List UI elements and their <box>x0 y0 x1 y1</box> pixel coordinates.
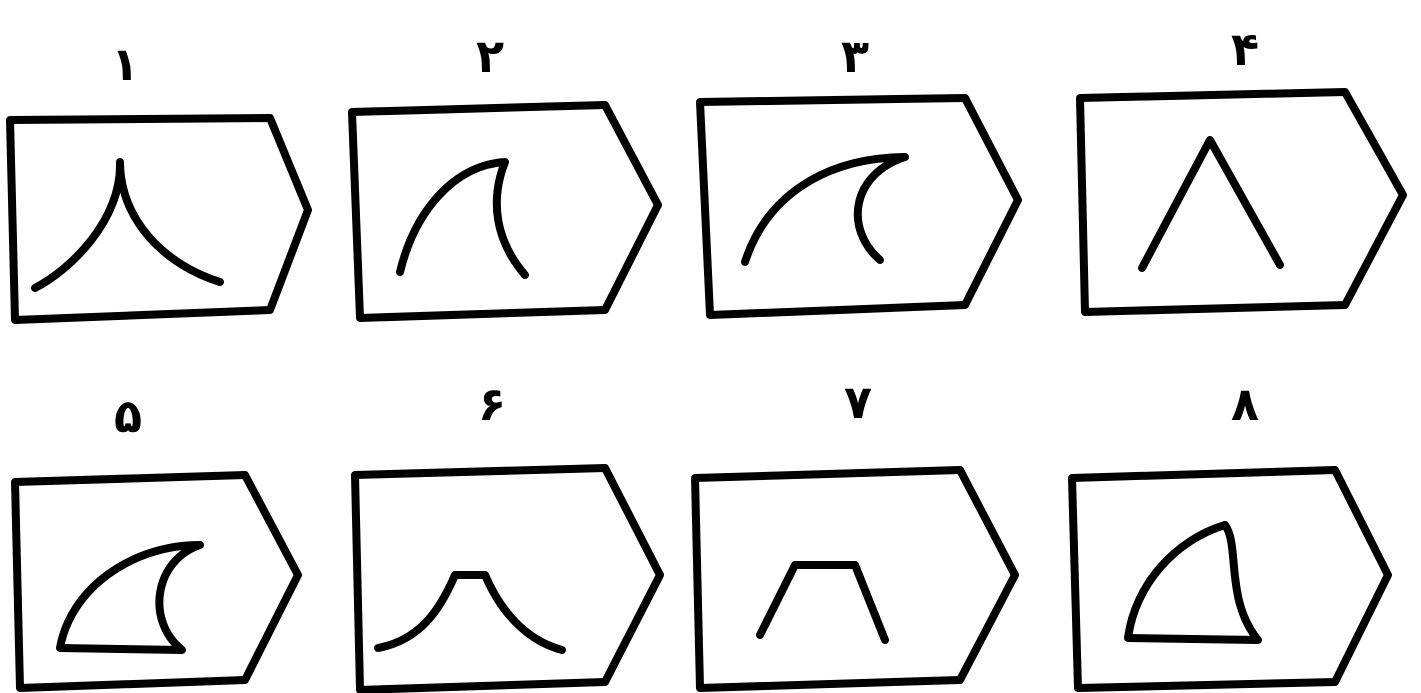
panel-frame <box>1072 470 1388 688</box>
panel-label: ۱ <box>111 37 139 91</box>
panel-3: ۳ <box>700 29 1018 315</box>
panel-8: ۸ <box>1072 377 1388 688</box>
panel-label: ۲ <box>476 29 504 83</box>
panel-label: ۴ <box>1231 22 1259 76</box>
panel-label: ۳ <box>841 29 869 83</box>
panel-7: ۷ <box>695 375 1015 688</box>
panel-2: ۲ <box>352 29 658 318</box>
panel-6: ۶ <box>355 377 660 690</box>
panel-frame <box>352 105 658 318</box>
panel-label: ۸ <box>1231 377 1259 431</box>
panel-5: ۵ <box>15 389 298 688</box>
panel-frame <box>10 118 308 320</box>
panel-4: ۴ <box>1080 22 1403 312</box>
panel-label: ۵ <box>114 389 142 443</box>
panel-label: ۷ <box>844 375 872 429</box>
panel-frame <box>355 468 660 690</box>
panel-frame <box>15 475 298 688</box>
panel-label: ۶ <box>478 377 506 431</box>
panel-frame <box>695 470 1015 688</box>
panel-1: ۱ <box>10 37 308 320</box>
